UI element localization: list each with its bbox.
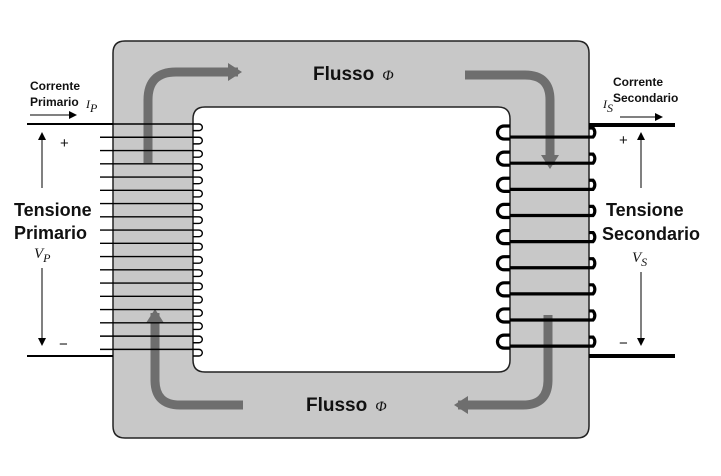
flux-arrow-top-right <box>465 70 559 169</box>
primary-turn-loop <box>193 216 203 225</box>
flux-arrows <box>143 63 559 414</box>
secondary-current-label-line2: Secondario <box>613 91 678 105</box>
transformer-core <box>112 40 590 439</box>
secondary-turn-loop-left <box>495 228 510 246</box>
flux-arrow-bottom-right <box>454 315 553 414</box>
primary-current-label-line2: Primario <box>30 95 79 109</box>
primary-turn-loop <box>193 123 203 132</box>
secondary-turn-loop-right <box>589 257 597 270</box>
primary-plus-sign: + <box>60 135 69 152</box>
primary-turn-loop <box>193 149 203 158</box>
primary-current-symbol: IP <box>85 97 98 115</box>
primary-turn-loop <box>193 282 203 291</box>
flux-label-top: Flusso Φ <box>313 64 394 85</box>
secondary-turn-loop-right <box>589 309 597 322</box>
primary-voltage-label-line1: Tensione <box>14 200 92 220</box>
primary-turn-loop <box>193 176 203 185</box>
secondary-turn-loop-left <box>495 176 510 193</box>
flux-arrow-bottom-left <box>146 309 243 410</box>
secondary-turn-loop-right <box>589 204 597 218</box>
secondary-voltage-label-line2: Secondario <box>602 224 700 244</box>
secondary-minus-sign: − <box>619 335 628 352</box>
primary-turn-loop <box>193 189 203 198</box>
secondary-current-label-line1: Corrente <box>613 75 663 89</box>
flux-arrow-top-left <box>143 63 242 163</box>
primary-turn-loop <box>193 255 203 264</box>
primary-turn-loop <box>193 348 203 357</box>
secondary-turn-loop-left <box>495 333 510 350</box>
secondary-turn-loop-right <box>589 152 597 165</box>
secondary-turn-loop-right <box>589 178 597 191</box>
secondary-current-symbol: IS <box>602 97 613 115</box>
primary-winding <box>100 123 203 357</box>
primary-turn-loop <box>193 163 203 172</box>
primary-turn-loop <box>193 308 203 317</box>
secondary-turn-loop-left <box>495 150 510 167</box>
primary-turn-loop <box>193 269 203 278</box>
primary-turn-loop <box>193 136 203 145</box>
primary-voltage-label-line2: Primario <box>14 223 87 243</box>
primary-voltage-symbol: VP <box>34 246 51 265</box>
secondary-turn-loop-right <box>589 283 597 296</box>
secondary-turn-loop-left <box>495 202 510 220</box>
secondary-plus-sign: + <box>619 132 628 149</box>
secondary-turn-loop-right <box>589 335 597 348</box>
primary-turn-loop <box>193 202 203 211</box>
primary-turn-loop <box>193 242 203 251</box>
secondary-turn-loop-left <box>495 281 510 298</box>
primary-current-label-line1: Corrente <box>30 79 80 93</box>
secondary-voltage-symbol: VS <box>632 250 647 269</box>
flux-label-bottom: Flusso Φ <box>306 395 387 416</box>
secondary-winding <box>495 124 597 350</box>
primary-turn-loop <box>193 335 203 344</box>
secondary-turn-loop-right <box>589 230 597 244</box>
secondary-turn-loop-left <box>495 307 510 324</box>
secondary-turn-loop-left <box>495 255 510 272</box>
primary-minus-sign: − <box>59 336 68 353</box>
secondary-turn-loop-right <box>589 126 597 139</box>
secondary-turn-loop-left <box>495 124 510 141</box>
primary-turn-loop <box>193 229 203 238</box>
primary-turn-loop <box>193 295 203 304</box>
secondary-voltage-label-line1: Tensione <box>606 200 684 220</box>
primary-turn-loop <box>193 322 203 331</box>
